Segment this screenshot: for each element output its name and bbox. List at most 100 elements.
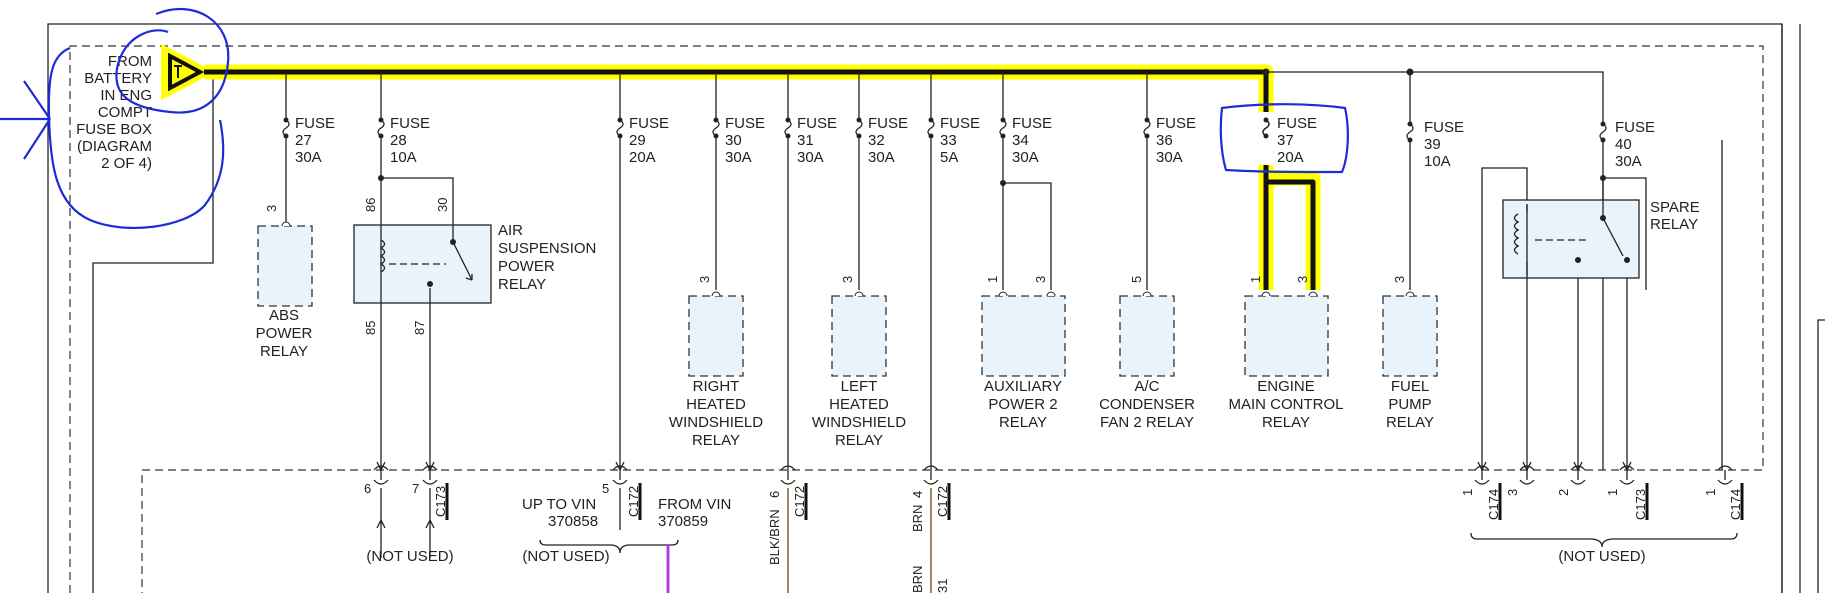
connector-c172-a: 5 C172 — [602, 461, 642, 530]
svg-text:ENGINE: ENGINE — [1257, 378, 1315, 395]
spare-relay: SPARE RELAY — [1481, 167, 1700, 470]
connector-c172-c: 4 C172 BRN BRN 31 — [910, 465, 951, 593]
fuse-29-name: FUSE — [629, 115, 669, 132]
svg-text:BATTERY: BATTERY — [84, 70, 152, 87]
svg-text:3: 3 — [840, 276, 855, 283]
fuse-32-amp: 30A — [868, 149, 895, 166]
up-to-vin-1: UP TO VIN — [522, 496, 596, 513]
fuse-28-name: FUSE — [390, 115, 430, 132]
svg-text:C172: C172 — [935, 486, 950, 517]
svg-text:RIGHT: RIGHT — [693, 378, 740, 395]
svg-text:3: 3 — [1392, 276, 1407, 283]
svg-text:3: 3 — [1505, 489, 1520, 496]
svg-text:(DIAGRAM: (DIAGRAM — [77, 138, 152, 155]
up-to-vin-2: 370858 — [548, 513, 598, 530]
svg-text:2: 2 — [1556, 489, 1571, 496]
svg-text:1: 1 — [1460, 489, 1475, 496]
not-used-middle: (NOT USED) — [522, 548, 609, 565]
fuse-34-num: 34 — [1012, 132, 1029, 149]
svg-text:C174: C174 — [1486, 489, 1501, 520]
svg-text:HEATED: HEATED — [686, 396, 746, 413]
fuse-34-name: FUSE — [1012, 115, 1052, 132]
svg-text:3: 3 — [1033, 276, 1048, 283]
svg-text:FUEL: FUEL — [1391, 378, 1429, 395]
svg-text:C173: C173 — [1633, 489, 1648, 520]
svg-text:IN ENG: IN ENG — [100, 87, 152, 104]
connector-c172-b: 6 C172 BLK/BRN — [767, 465, 808, 593]
hand-annotations — [0, 8, 1349, 229]
svg-text:2 OF 4): 2 OF 4) — [101, 155, 152, 172]
left-heated-windshield-relay: 3 LEFT HEATED WINDSHIELD RELAY — [812, 276, 906, 449]
svg-text:FAN 2 RELAY: FAN 2 RELAY — [1100, 414, 1194, 431]
fuse-33-name: FUSE — [940, 115, 980, 132]
svg-text:FUSE BOX: FUSE BOX — [76, 121, 152, 138]
fuse-39-name: FUSE — [1424, 119, 1464, 136]
fuse-36-name: FUSE — [1156, 115, 1196, 132]
svg-text:RELAY: RELAY — [692, 432, 740, 449]
svg-text:LEFT: LEFT — [841, 378, 878, 395]
fuse-36-amp: 30A — [1156, 149, 1183, 166]
svg-text:7: 7 — [412, 481, 419, 496]
battery-source-label: FROM BATTERY IN ENG COMPT FUSE BOX (DIAG… — [76, 53, 152, 172]
svg-text:RELAY: RELAY — [1262, 414, 1310, 431]
svg-text:1: 1 — [985, 276, 1000, 283]
svg-text:C172: C172 — [792, 486, 807, 517]
svg-text:5: 5 — [1129, 276, 1144, 283]
svg-text:RELAY: RELAY — [1386, 414, 1434, 431]
svg-text:5: 5 — [602, 481, 609, 496]
svg-text:POWER 2: POWER 2 — [988, 396, 1057, 413]
fuse-30-name: FUSE — [725, 115, 765, 132]
svg-text:RELAY: RELAY — [835, 432, 883, 449]
fuse-27-num: 27 — [295, 132, 312, 149]
svg-text:87: 87 — [412, 321, 427, 335]
fuse-39-amp: 10A — [1424, 153, 1451, 170]
svg-text:HEATED: HEATED — [829, 396, 889, 413]
connector-c174-a: 1 3 2 C174 — [1460, 461, 1586, 520]
svg-text:85: 85 — [363, 321, 378, 335]
svg-text:86: 86 — [363, 198, 378, 212]
svg-text:COMPT: COMPT — [98, 104, 152, 121]
fuse-40-name: FUSE — [1615, 119, 1655, 136]
fuse-37-amp: 20A — [1277, 149, 1304, 166]
svg-text:WINDSHIELD: WINDSHIELD — [812, 414, 906, 431]
connector-c173-right: 1 C173 — [1605, 461, 1649, 520]
svg-text:4: 4 — [910, 491, 925, 498]
svg-text:RELAY: RELAY — [1650, 216, 1698, 233]
fuel-pump-relay: 3 FUEL PUMP RELAY — [1382, 276, 1438, 431]
from-vin-2: 370859 — [658, 513, 708, 530]
svg-text:POWER: POWER — [256, 325, 313, 342]
fuse-31-name: FUSE — [797, 115, 837, 132]
fuse-33-num: 33 — [940, 132, 957, 149]
fuse-32-name: FUSE — [868, 115, 908, 132]
svg-text:BRN: BRN — [910, 505, 925, 532]
ac-condenser-fan-2-relay: 5 A/C CONDENSER FAN 2 RELAY — [1099, 276, 1195, 431]
svg-text:1: 1 — [1248, 276, 1263, 283]
right-heated-windshield-relay: 3 RIGHT HEATED WINDSHIELD RELAY — [669, 276, 763, 449]
from-vin-1: FROM VIN — [658, 496, 731, 513]
svg-text:C174: C174 — [1728, 489, 1743, 520]
fuse-31-num: 31 — [797, 132, 814, 149]
fuse-33-amp: 5A — [940, 149, 958, 166]
highlighted-circuit — [161, 43, 1321, 290]
svg-text:6: 6 — [767, 491, 782, 498]
fuse-31-amp: 30A — [797, 149, 824, 166]
not-used-right: (NOT USED) — [1558, 548, 1645, 565]
svg-text:BRN: BRN — [910, 566, 925, 593]
svg-text:RELAY: RELAY — [999, 414, 1047, 431]
svg-text:AIR: AIR — [498, 222, 523, 239]
fuse-39-num: 39 — [1424, 136, 1441, 153]
fuse-27-amp: 30A — [295, 149, 322, 166]
fuse-27-name: FUSE — [295, 115, 335, 132]
svg-text:A/C: A/C — [1134, 378, 1159, 395]
fuse-28-num: 28 — [390, 132, 407, 149]
abs-power-relay: 3 ABS POWER RELAY — [256, 205, 313, 360]
svg-text:C172: C172 — [626, 486, 641, 517]
svg-text:PUMP: PUMP — [1388, 396, 1431, 413]
svg-text:MAIN CONTROL: MAIN CONTROL — [1228, 396, 1343, 413]
fuse-36-num: 36 — [1156, 132, 1173, 149]
svg-text:31: 31 — [935, 579, 950, 593]
svg-text:WINDSHIELD: WINDSHIELD — [669, 414, 763, 431]
svg-text:6: 6 — [364, 481, 371, 496]
auxiliary-power-2-relay: 1 3 AUXILIARY POWER 2 RELAY — [981, 180, 1066, 431]
svg-text:3: 3 — [697, 276, 712, 283]
